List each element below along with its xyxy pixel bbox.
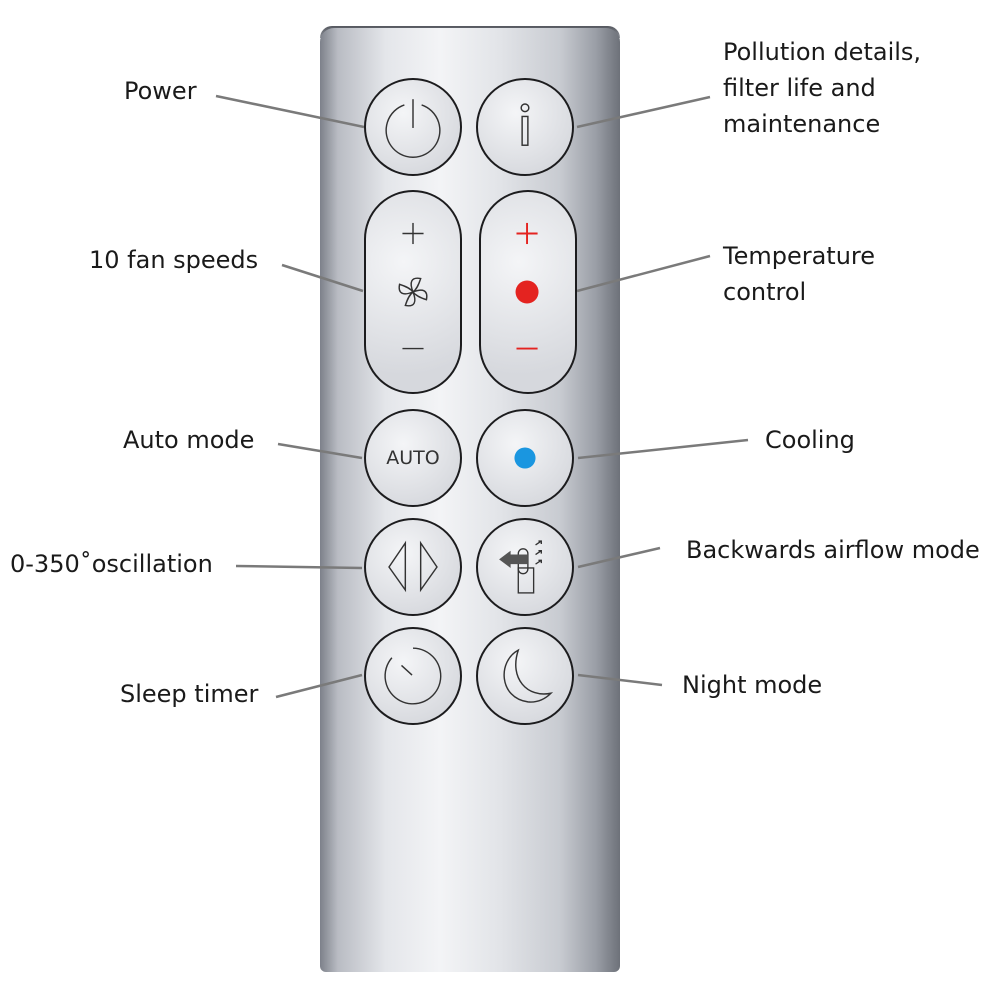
label-auto-mode: Auto mode <box>123 426 255 454</box>
label-fan-speeds: 10 fan speeds <box>89 246 259 274</box>
callout-line-auto <box>277 442 363 460</box>
cooling-button[interactable] <box>476 409 574 507</box>
heat-dot-icon <box>515 280 539 304</box>
callout-line-fan <box>281 263 364 293</box>
fan-icon <box>398 277 428 307</box>
callout-line-backwards <box>577 546 661 569</box>
label-temperature-line1: Temperature <box>723 242 876 270</box>
label-temperature-line2: control <box>723 278 807 306</box>
callout-line-oscillation <box>235 564 363 570</box>
backwards-airflow-button[interactable] <box>476 518 574 616</box>
backwards-airflow-icon <box>499 540 542 594</box>
callout-line-sleep <box>275 673 363 699</box>
moon-icon <box>503 648 554 703</box>
fan-speed-icons <box>398 222 428 350</box>
callout-line-power <box>215 94 365 129</box>
oscillation-button[interactable] <box>364 518 462 616</box>
info-icon <box>520 103 530 146</box>
temperature-rocker[interactable] <box>479 190 577 394</box>
label-cooling: Cooling <box>765 426 855 454</box>
fan-speed-rocker[interactable] <box>364 190 462 394</box>
label-info-line1: Pollution details, <box>723 38 922 66</box>
cooling-dot-icon <box>514 447 536 469</box>
plus-icon <box>516 222 538 245</box>
callout-line-temp <box>576 254 711 293</box>
info-button[interactable] <box>476 78 574 176</box>
power-icon <box>385 99 441 158</box>
sleep-timer-button[interactable] <box>364 627 462 725</box>
label-oscillation: 0-350˚oscillation <box>10 550 213 578</box>
label-info-line3: maintenance <box>723 110 881 138</box>
label-info-line2: filter life and <box>723 74 876 102</box>
label-night-mode: Night mode <box>682 671 823 699</box>
auto-mode-button[interactable]: AUTO <box>364 409 462 507</box>
callout-line-info <box>576 95 711 129</box>
oscillation-arrows-icon <box>388 540 438 593</box>
label-backwards-airflow: Backwards airflow mode <box>686 536 980 564</box>
label-sleep-timer: Sleep timer <box>120 680 259 708</box>
callout-line-night <box>577 673 663 687</box>
power-button[interactable] <box>364 78 462 176</box>
timer-icon <box>384 647 442 705</box>
plus-icon <box>402 222 424 245</box>
callout-line-cooling <box>577 438 749 460</box>
auto-button-label: AUTO <box>386 447 440 469</box>
temperature-icons <box>515 222 539 350</box>
remote-control-body <box>320 28 620 972</box>
night-mode-button[interactable] <box>476 627 574 725</box>
label-power: Power <box>124 77 197 105</box>
